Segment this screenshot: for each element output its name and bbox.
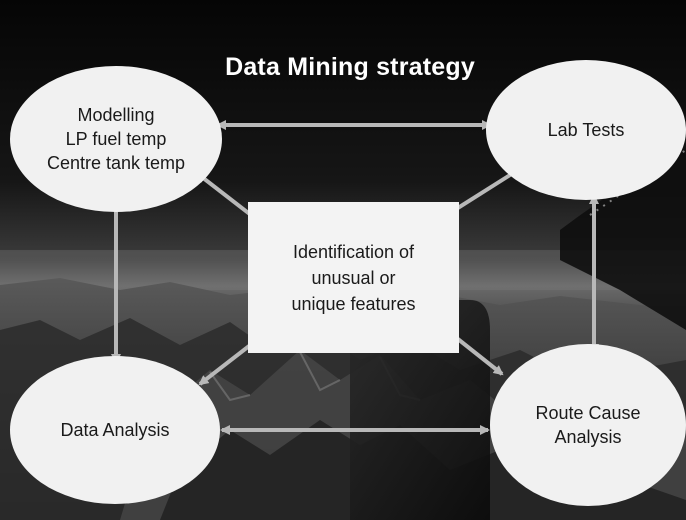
node-lab-tests-label: Lab Tests [547,120,625,140]
node-data-analysis-label: Data Analysis [60,420,170,440]
node-route-cause: Route Cause Analysis [490,344,686,506]
node-modelling-label: Modelling LP fuel temp Centre tank temp [46,105,186,173]
page-title: Data Mining strategy [225,53,475,81]
center-box: Identification of unusual or unique feat… [248,202,459,353]
node-lab-tests: Lab Tests [486,60,686,200]
node-modelling: Modelling LP fuel temp Centre tank temp [10,66,222,212]
node-route-cause-label: Route Cause Analysis [535,403,641,447]
center-box-label: Identification of unusual or unique feat… [291,241,416,314]
node-data-analysis: Data Analysis [10,356,220,504]
